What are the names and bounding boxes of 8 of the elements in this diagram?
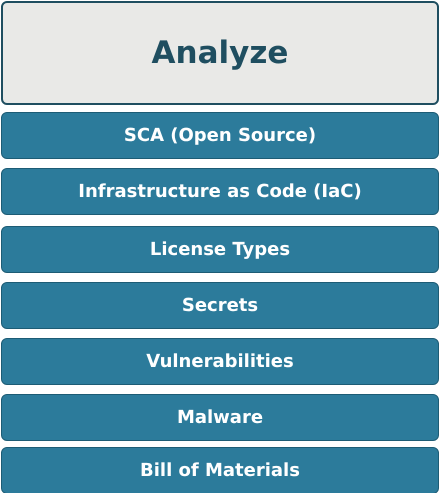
category-box: Vulnerabilities [1, 338, 439, 385]
category-box: Malware [1, 394, 439, 441]
category-box: License Types [1, 226, 439, 273]
category-box: SCA (Open Source) [1, 112, 439, 159]
header-box: Analyze [1, 1, 439, 105]
category-box: Infrastructure as Code (IaC) [1, 168, 439, 215]
category-box: Bill of Materials [1, 447, 439, 493]
category-box: Secrets [1, 282, 439, 329]
